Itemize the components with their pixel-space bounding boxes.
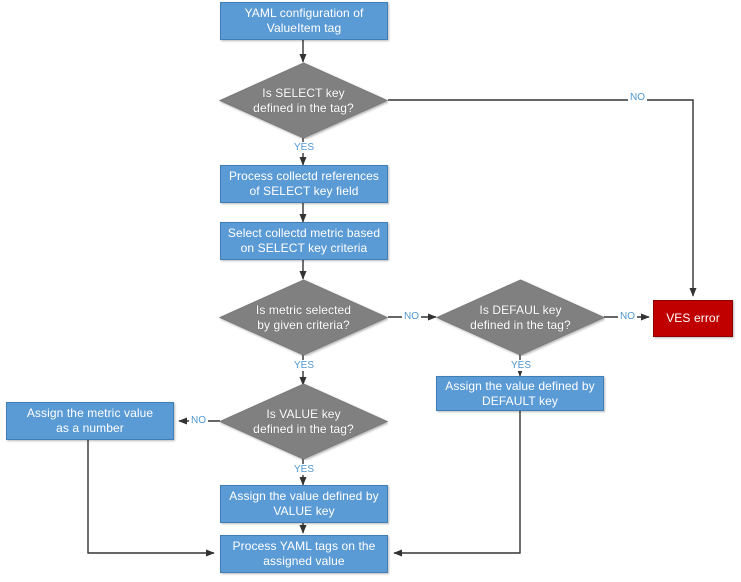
edge-label-value-yes: YES — [292, 464, 317, 475]
node-start[interactable]: YAML configuration of ValueItem tag — [220, 2, 388, 40]
node-value-decision-label: Is VALUE key defined in the tag? — [253, 406, 354, 436]
edge-default-to-yaml — [393, 411, 521, 557]
edge-label-defaul-yes: YES — [509, 360, 534, 371]
node-select-metric-label: Select collectd metric based on SELECT k… — [227, 226, 381, 255]
node-select-decision-label: Is SELECT key defined in the tag? — [253, 85, 354, 115]
node-assign-value[interactable]: Assign the value defined by VALUE key — [220, 485, 388, 523]
node-defaul-decision[interactable]: Is DEFAUL key defined in the tag? — [436, 279, 605, 356]
node-process-refs-label: Process collectd references of SELECT ke… — [228, 169, 380, 198]
diamond-shape-icon — [219, 62, 388, 139]
edge-label-value-no: NO — [189, 415, 208, 426]
node-process-refs[interactable]: Process collectd references of SELECT ke… — [220, 165, 388, 203]
node-start-label: YAML configuration of ValueItem tag — [244, 6, 364, 35]
node-defaul-decision-label: Is DEFAUL key defined in the tag? — [470, 302, 571, 332]
node-select-decision[interactable]: Is SELECT key defined in the tag? — [219, 62, 388, 139]
node-metric-decision[interactable]: Is metric selected by given criteria? — [219, 279, 388, 356]
edge-label-metric-no: NO — [402, 311, 421, 322]
node-assign-value-label: Assign the value defined by VALUE key — [229, 489, 379, 518]
edge-label-metric-yes: YES — [292, 360, 317, 371]
node-process-yaml-label: Process YAML tags on the assigned value — [232, 539, 376, 568]
node-process-yaml[interactable]: Process YAML tags on the assigned value — [220, 535, 388, 573]
node-assign-number[interactable]: Assign the metric value as a number — [6, 402, 174, 440]
node-ves-error[interactable]: VES error — [653, 300, 733, 337]
node-assign-default[interactable]: Assign the value defined by DEFAULT key — [436, 376, 604, 411]
node-select-metric[interactable]: Select collectd metric based on SELECT k… — [220, 222, 388, 260]
edge-number-to-yaml — [87, 440, 215, 557]
edge-label-select-no: NO — [628, 92, 647, 103]
node-assign-number-label: Assign the metric value as a number — [26, 406, 154, 435]
edge-label-select-yes: YES — [292, 142, 317, 153]
node-ves-error-label: VES error — [666, 311, 720, 325]
edge-label-defaul-no: NO — [618, 311, 637, 322]
node-value-decision[interactable]: Is VALUE key defined in the tag? — [219, 383, 388, 460]
edge-select-no — [388, 99, 697, 297]
node-metric-decision-label: Is metric selected by given criteria? — [255, 302, 352, 332]
diamond-shape-icon — [436, 279, 605, 356]
node-assign-default-label: Assign the value defined by DEFAULT key — [445, 378, 595, 408]
diamond-shape-icon — [219, 383, 388, 460]
diamond-shape-icon — [219, 279, 388, 356]
